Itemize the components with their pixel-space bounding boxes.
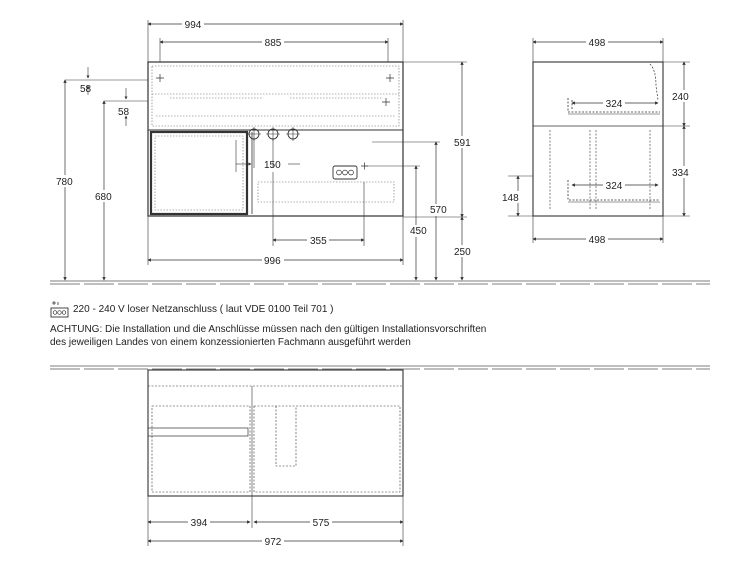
front-view: [63, 20, 467, 281]
installation-notes: 220 - 240 V loser Netzanschluss ( laut V…: [50, 299, 710, 349]
dim-height-lower: 334: [672, 168, 689, 179]
dim-height-450: 450: [410, 226, 427, 237]
side-view-labels: 498 324 324 240 334 148 498: [500, 36, 692, 246]
warning-line-1: ACHTUNG: Die Installation und die Anschl…: [50, 324, 487, 335]
dim-depth-top: 498: [589, 38, 606, 49]
warning-note: ACHTUNG: Die Installation und die Anschl…: [50, 323, 710, 349]
dim-left-width: 394: [191, 518, 208, 529]
dim-right-width: 575: [313, 518, 330, 529]
front-view-labels: 994 885 58 58 780 680 150 591 570 450 25…: [54, 18, 474, 267]
dim-overall-width: 994: [185, 20, 202, 31]
plan-view: [147, 369, 404, 546]
dim-drain-offset: 355: [310, 236, 327, 247]
dim-drawer-depth-upper: 324: [606, 99, 623, 110]
dim-height-570: 570: [430, 205, 447, 216]
dim-top-offset-a: 58: [80, 84, 92, 95]
dim-base-width: 996: [264, 256, 281, 267]
mains-text: 220 - 240 V loser Netzanschluss ( laut V…: [73, 303, 334, 315]
plan-view-labels: 394 575 972: [188, 516, 332, 548]
side-view: [508, 38, 690, 243]
mains-note: 220 - 240 V loser Netzanschluss ( laut V…: [50, 299, 710, 319]
dim-height-148: 148: [502, 193, 519, 204]
dim-top-offset-b: 58: [118, 107, 130, 118]
dim-total-width: 972: [265, 537, 282, 548]
mains-socket-icon: [50, 300, 69, 317]
dim-depth-bottom: 498: [589, 235, 606, 246]
warning-line-2: des jeweiligen Landes von einem konzessi…: [50, 337, 411, 348]
dim-height-680: 680: [95, 192, 112, 203]
dim-drawer-depth-lower: 324: [606, 181, 623, 192]
dim-inner-width: 885: [265, 38, 282, 49]
dim-height-250: 250: [454, 247, 471, 258]
dim-height-upper: 240: [672, 92, 689, 103]
dim-pipe-offset: 150: [264, 160, 281, 171]
wall-line-plan: [50, 365, 710, 370]
dim-height-591: 591: [454, 138, 471, 149]
floor-line-top: [50, 280, 710, 285]
dim-height-780: 780: [56, 177, 73, 188]
